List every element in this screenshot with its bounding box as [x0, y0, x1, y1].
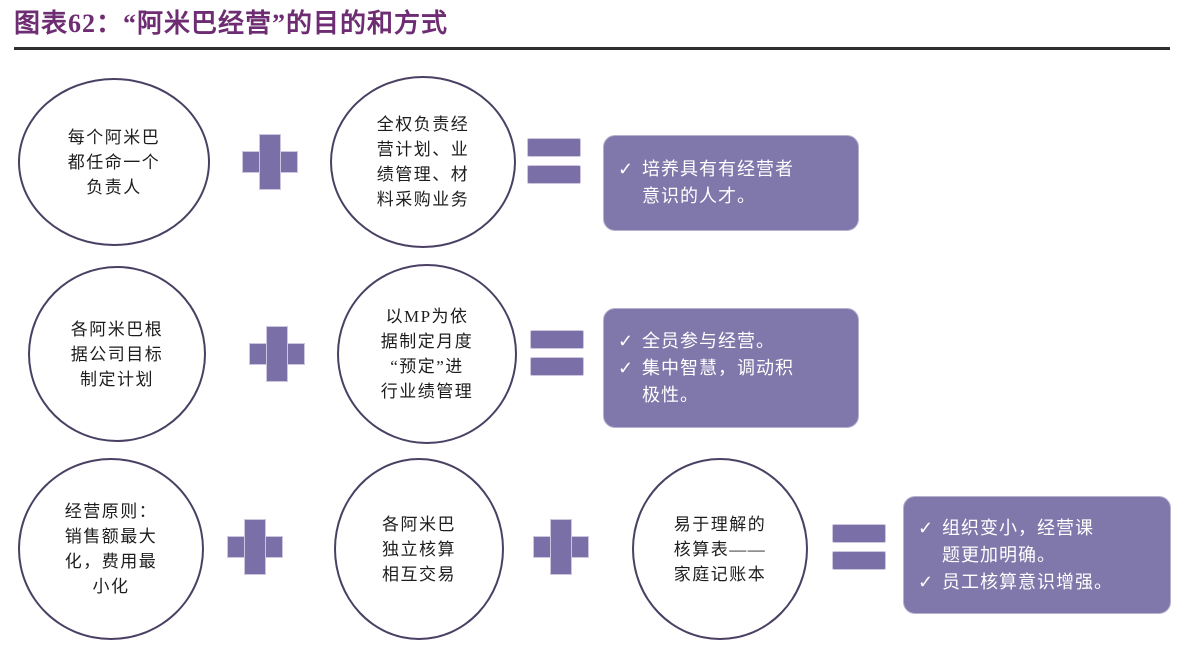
result-text: 培养具有有经营者 意识的人才。 — [642, 159, 794, 206]
result-text: 全员参与经营。 — [642, 330, 775, 351]
title-divider — [14, 47, 1170, 50]
diagram-canvas: 每个阿米巴 都任命一个 负责人 全权负责经 营计划、业 绩管理、材 料采购业务 … — [0, 56, 1184, 646]
equals-icon — [527, 138, 581, 186]
check-icon: ✓ — [918, 517, 935, 538]
node-row1-item1-label: 每个阿米巴 都任命一个 负责人 — [67, 127, 161, 197]
result-text: 员工核算意识增强。 — [942, 571, 1113, 592]
node-row3-item1-label: 经营原则： 销售额最大 化，费用最 小化 — [64, 502, 158, 596]
node-row3-item2-label: 各阿米巴 独立核算 相互交易 — [382, 514, 456, 584]
result-line: ✓ 组织变小，经营课 题更加明确。 — [918, 515, 1154, 569]
node-row3-item1[interactable]: 经营原则： 销售额最大 化，费用最 小化 — [18, 458, 204, 640]
diagram-row-1: 每个阿米巴 都任命一个 负责人 全权负责经 营计划、业 绩管理、材 料采购业务 … — [0, 76, 1184, 248]
plus-icon — [242, 134, 298, 190]
check-icon: ✓ — [918, 571, 935, 592]
result-box-row2[interactable]: ✓ 全员参与经营。 ✓ 集中智慧，调动积 极性。 — [603, 308, 859, 428]
check-icon: ✓ — [618, 330, 635, 351]
node-row3-item3-label: 易于理解的 核算表—— 家庭记账本 — [673, 514, 767, 584]
node-row1-item2[interactable]: 全权负责经 营计划、业 绩管理、材 料采购业务 — [330, 76, 516, 248]
result-line: ✓ 集中智慧，调动积 极性。 — [618, 355, 842, 409]
result-box-row1[interactable]: ✓ 培养具有有经营者 意识的人才。 — [603, 135, 859, 231]
plus-icon — [227, 519, 283, 575]
equals-icon — [530, 330, 584, 378]
plus-icon — [533, 519, 589, 575]
plus-icon — [249, 326, 305, 382]
node-row2-item1[interactable]: 各阿米巴根 据公司目标 制定计划 — [28, 266, 206, 442]
diagram-row-3: 经营原则： 销售额最大 化，费用最 小化 各阿米巴 独立核算 相互交易 易于理解… — [0, 454, 1184, 644]
check-icon: ✓ — [618, 159, 635, 179]
result-line: ✓ 培养具有有经营者 意识的人才。 — [618, 156, 842, 210]
title-bar: 图表62：“阿米巴经营”的目的和方式 — [14, 4, 1170, 48]
result-line: ✓ 全员参与经营。 — [618, 328, 842, 355]
result-line: ✓ 员工核算意识增强。 — [918, 569, 1154, 596]
result-text: 组织变小，经营课 题更加明确。 — [942, 517, 1094, 565]
node-row3-item3[interactable]: 易于理解的 核算表—— 家庭记账本 — [632, 458, 808, 640]
node-row2-item2[interactable]: 以MP为依 据制定月度 “预定”进 行业绩管理 — [337, 264, 517, 444]
diagram-row-2: 各阿米巴根 据公司目标 制定计划 以MP为依 据制定月度 “预定”进 行业绩管理… — [0, 264, 1184, 444]
node-row3-item2[interactable]: 各阿米巴 独立核算 相互交易 — [334, 458, 504, 640]
result-text: 集中智慧，调动积 极性。 — [642, 357, 794, 405]
node-row2-item1-label: 各阿米巴根 据公司目标 制定计划 — [70, 319, 164, 389]
node-row1-item2-label: 全权负责经 营计划、业 绩管理、材 料采购业务 — [376, 115, 470, 209]
equals-icon — [832, 524, 886, 572]
node-row2-item2-label: 以MP为依 据制定月度 “预定”进 行业绩管理 — [380, 307, 474, 401]
result-box-row3[interactable]: ✓ 组织变小，经营课 题更加明确。 ✓ 员工核算意识增强。 — [903, 496, 1171, 614]
page-title: 图表62：“阿米巴经营”的目的和方式 — [14, 9, 449, 38]
node-row1-item1[interactable]: 每个阿米巴 都任命一个 负责人 — [18, 78, 210, 246]
check-icon: ✓ — [618, 357, 635, 378]
